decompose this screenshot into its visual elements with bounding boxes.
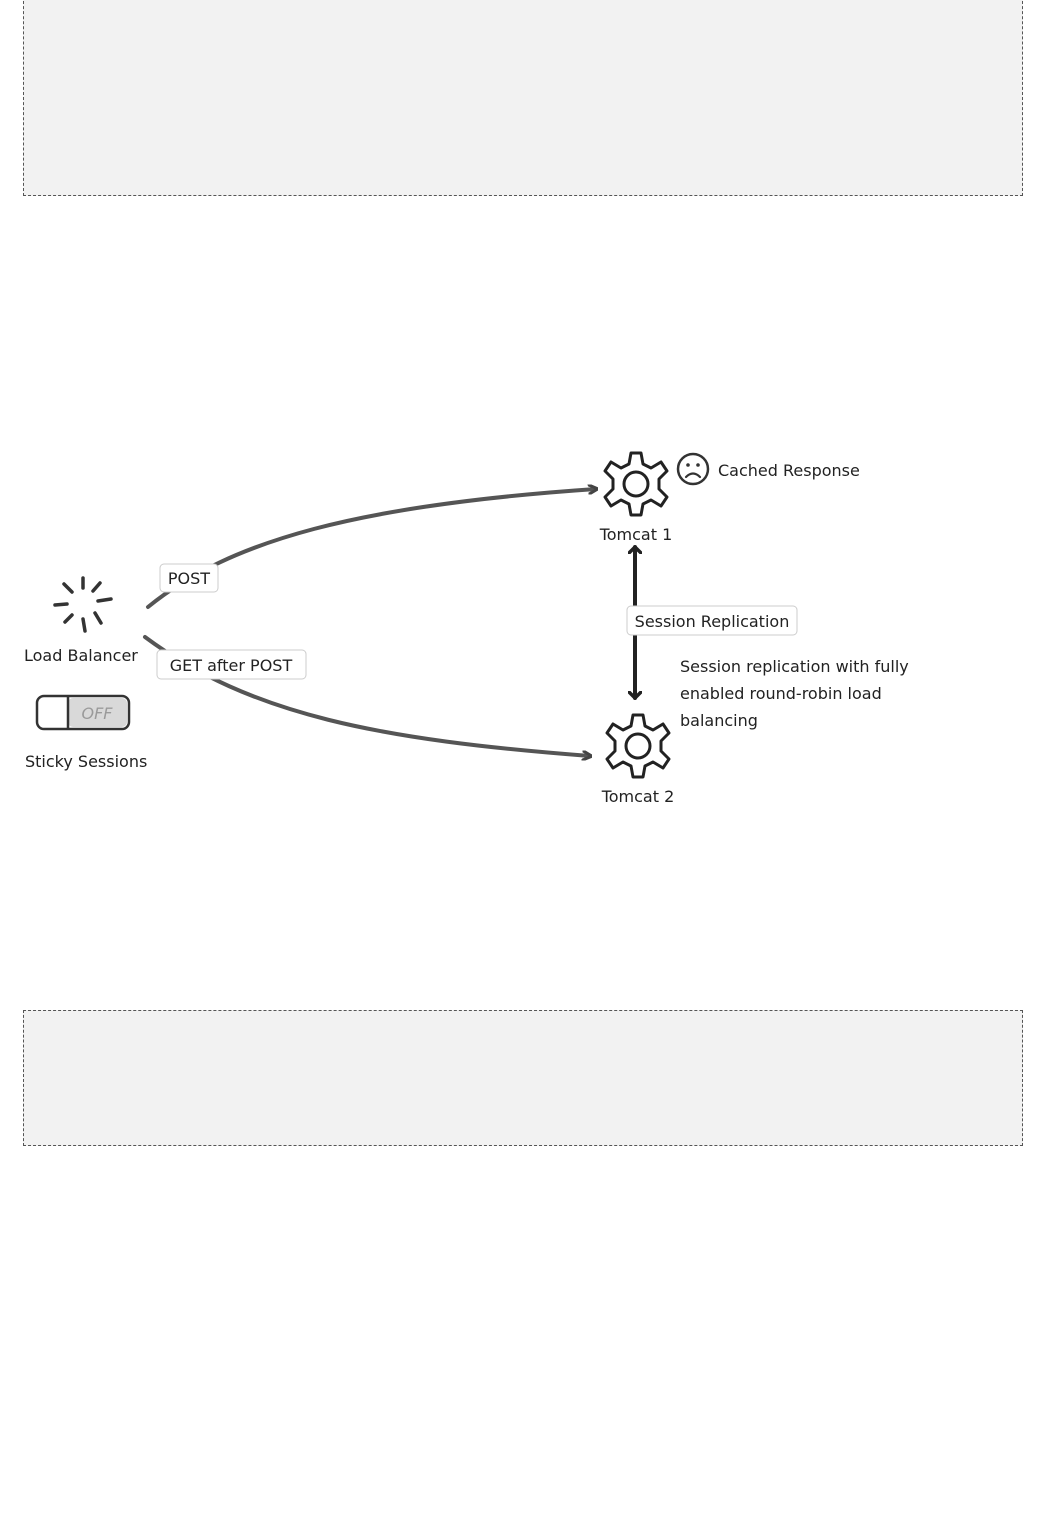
get-after-post-label-box — [156, 649, 307, 680]
cached-response-label: Cached Response — [718, 461, 860, 480]
get-after-post-label: GET after POST — [170, 656, 293, 675]
top-panel — [23, 0, 1023, 196]
session-replication-label-box — [626, 605, 798, 636]
replication-note-line-3: balancing — [680, 711, 758, 730]
tomcat1-label: Tomcat 1 — [599, 525, 673, 544]
bottom-panel — [23, 1010, 1023, 1146]
session-replication-label: Session Replication — [635, 612, 790, 631]
replication-note-line-2: enabled round-robin load — [680, 684, 882, 703]
tomcat2-label: Tomcat 2 — [601, 787, 675, 806]
load-balancer-label: Load Balancer — [24, 646, 138, 665]
toggle-state-label: OFF — [82, 704, 114, 723]
post-label: POST — [168, 569, 210, 588]
sticky-sessions-label: Sticky Sessions — [25, 752, 147, 771]
spinner-icon — [53, 576, 113, 633]
gear-icon — [603, 451, 669, 517]
sad-face-icon — [676, 452, 710, 486]
post-label-box — [159, 563, 219, 593]
gear-icon — [605, 713, 671, 779]
replication-note-line-1: Session replication with fully — [680, 657, 909, 676]
sticky-sessions-toggle[interactable]: OFF — [35, 694, 131, 731]
